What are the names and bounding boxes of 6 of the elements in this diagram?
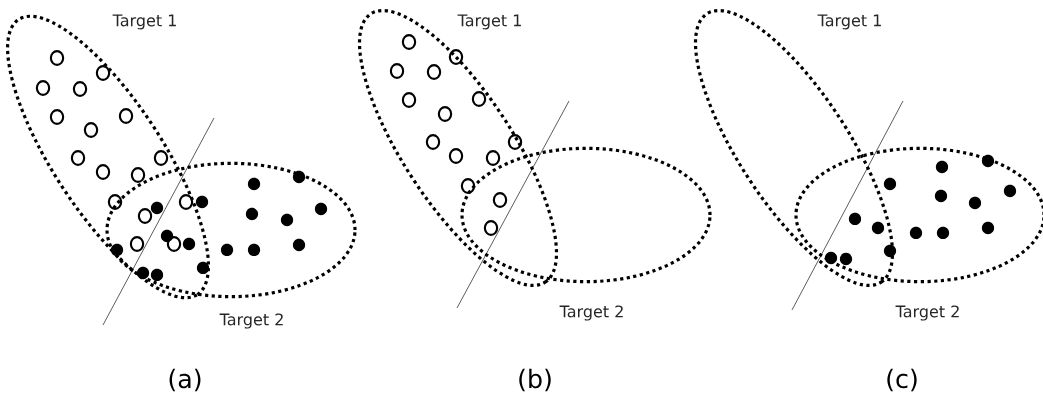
panel-label: (a) <box>169 368 201 392</box>
node-label: Target 2 <box>895 305 959 321</box>
node-label: Target 2 <box>219 313 283 329</box>
panel-label: (b) <box>519 368 551 392</box>
node-label: Target 2 <box>559 305 623 321</box>
panel-label: (c) <box>887 368 917 392</box>
